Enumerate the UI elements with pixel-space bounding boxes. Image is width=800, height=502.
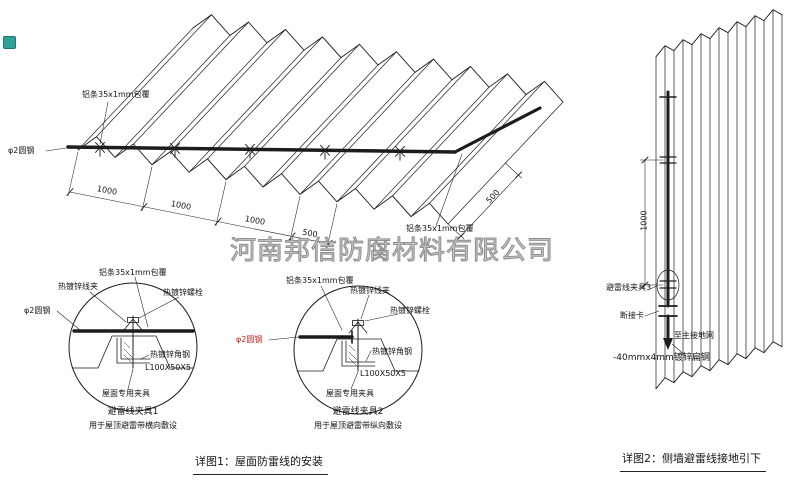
iso-roof-drawing [45, 14, 564, 249]
downlead-clamp-marks [659, 156, 677, 289]
c2-label-wire-clip: 热镀锌线夹 [350, 286, 390, 295]
disconnect-plates [658, 305, 678, 317]
roof-ridge-lines [77, 14, 564, 225]
c1-label-wire-clip: 热镀锌线夹 [58, 282, 98, 291]
c2-corrugation-profile [296, 338, 420, 372]
c1-label-bolt: 热镀锌螺栓 [163, 288, 203, 297]
c2-label-angle-steel: 热镀锌角钢 [372, 347, 412, 356]
iso-leader-lines [45, 101, 463, 227]
clamp2-drawing [268, 285, 423, 415]
wall-top-edge [655, 9, 783, 58]
ground-arrowhead [663, 338, 673, 350]
detail-circle-2 [293, 285, 423, 415]
iso-dimension-lines [66, 151, 522, 249]
c1-angle-steel [116, 337, 151, 364]
c1-label-angle-steel: 热镀锌角钢 [150, 350, 190, 359]
clamp1-drawing [56, 276, 198, 412]
lightning-wire [66, 145, 457, 154]
detail1-caption: 详图1：屋面防雷线的安装 [193, 453, 328, 475]
detail-circle-1 [68, 282, 198, 412]
c2-label-al-strip: 铝条35x1mm包覆 [286, 276, 354, 285]
d2-dim-1000: 1000 [639, 210, 649, 231]
d2-label-disconnect: 断接卡 [620, 311, 644, 320]
c1-corrugation-profile [71, 335, 195, 369]
clamp1-subtitle: 用于屋顶避雷带横向敷设 [89, 421, 177, 430]
c2-nut [352, 320, 364, 326]
iso-label-al-strip-top: 铝条35x1mm包覆 [82, 90, 150, 99]
c1-wire-clip [123, 318, 143, 331]
c1-label-angle-spec: L100X50X5 [145, 363, 191, 372]
clamp1-title: 避雷线夹具1 [107, 407, 159, 417]
roof-far-edge [192, 14, 564, 103]
lightning-wire-bend [453, 106, 542, 154]
c1-nut [127, 317, 139, 323]
c1-label-roof-fixture: 屋面专用夹具 [102, 389, 150, 398]
iso-label-round-steel: φ2圆钢 [8, 146, 35, 155]
wall-leader-lines [644, 285, 687, 357]
corner-badge-icon [3, 36, 16, 49]
wall-downlead-drawing [639, 9, 783, 390]
c1-label-al-strip: 铝条35x1mm包覆 [99, 268, 167, 277]
c2-label-angle-spec: L100X50X5 [360, 369, 406, 378]
c1-leader-lines [56, 276, 180, 390]
d2-label-clamp3: 避雷线夹具3 [606, 283, 652, 292]
c2-leader-lines [268, 285, 399, 390]
d2-label-flat-steel: -40mmx4mm镀锌扁钢 [613, 353, 710, 363]
c1-hatching [123, 341, 133, 363]
c2-hatching [348, 344, 358, 366]
clamp2-subtitle: 用于屋顶避雷带纵向敷设 [314, 421, 402, 430]
detail2-caption: 详图2：侧墙避雷线接地引下 [620, 450, 766, 472]
c2-label-bolt: 热镀锌螺栓 [390, 306, 430, 315]
c2-angle-steel [341, 340, 376, 367]
wall-bottom-edge [655, 341, 783, 390]
c2-label-roof-fixture: 屋面专用夹具 [326, 389, 374, 398]
c1-label-round-steel: φ2圆钢 [24, 306, 51, 315]
c2-wire-clip [348, 321, 368, 334]
wall-dimension [639, 156, 664, 289]
wall-corrugation-lines [655, 9, 783, 390]
wire-clamp-marks [95, 141, 405, 161]
d2-label-to-ground: 至主接地网 [674, 331, 714, 340]
c2-label-round-steel: φ2圆钢 [236, 335, 263, 344]
clamp2-title: 避雷线夹具2 [332, 407, 384, 417]
iso-label-al-strip-bottom: 铝条35x1mm包覆 [406, 224, 474, 233]
